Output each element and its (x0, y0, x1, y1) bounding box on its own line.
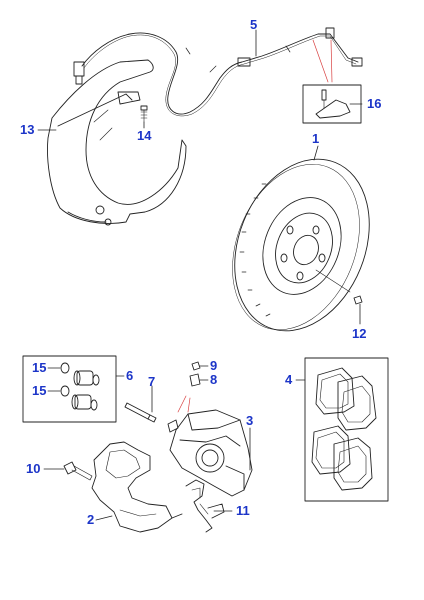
callout-9: 9 (210, 358, 218, 373)
disc-screw (353, 295, 363, 305)
brake-disc (232, 158, 370, 332)
brake-caliper (167, 409, 253, 497)
wear-sensor-harness (73, 27, 363, 117)
callout-8: 8 (210, 372, 218, 387)
callout-1: 1 (312, 131, 320, 146)
callout-2: 2 (87, 512, 95, 527)
callout-12: 12 (352, 326, 367, 341)
sensor-clip-pointers (312, 39, 333, 83)
callout-5: 5 (250, 17, 258, 32)
callout-10: 10 (26, 461, 41, 476)
callout-7: 7 (148, 374, 156, 389)
callout-13: 13 (20, 122, 35, 137)
callout-15-upper: 15 (32, 360, 47, 375)
callout-15-lower: 15 (32, 383, 47, 398)
caliper-carrier (91, 441, 183, 533)
shield-bolt (140, 105, 148, 123)
caliper-pointer (177, 395, 191, 413)
callout-11: 11 (236, 503, 250, 518)
anti-rattle-spring (185, 479, 225, 533)
guide-pin (124, 402, 157, 423)
leader-lines (37, 29, 363, 521)
callout-16: 16 (367, 96, 382, 111)
brake-pad-box (304, 357, 389, 502)
callout-14: 14 (137, 128, 152, 143)
callout-6: 6 (126, 368, 134, 383)
callout-3: 3 (246, 413, 254, 428)
guide-pin-kit-box (22, 355, 117, 423)
carrier-bolt (63, 461, 93, 481)
callout-4: 4 (285, 372, 293, 387)
splash-shield (47, 59, 187, 226)
bleed-nipple (189, 361, 201, 387)
